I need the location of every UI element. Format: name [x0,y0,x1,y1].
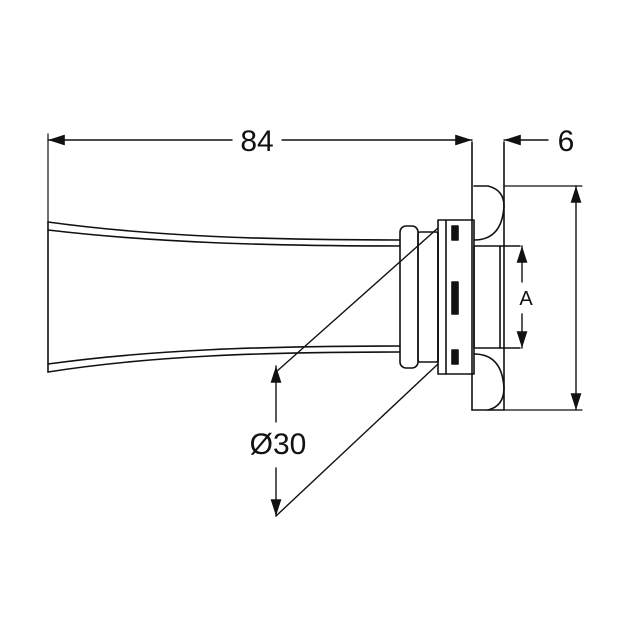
horn-collar [399,225,439,369]
extension-lines [47,133,583,411]
connector-body [437,219,521,375]
dimension-diameter-label: Ø30 [250,428,307,461]
dimension-a-label: A [519,288,533,310]
dimension-diameter-30 [270,227,439,517]
dimension-84-label: 84 [240,125,273,158]
mounting-flange [471,141,505,411]
dimension-6-label: 6 [558,125,575,158]
horn-bell [47,221,401,373]
